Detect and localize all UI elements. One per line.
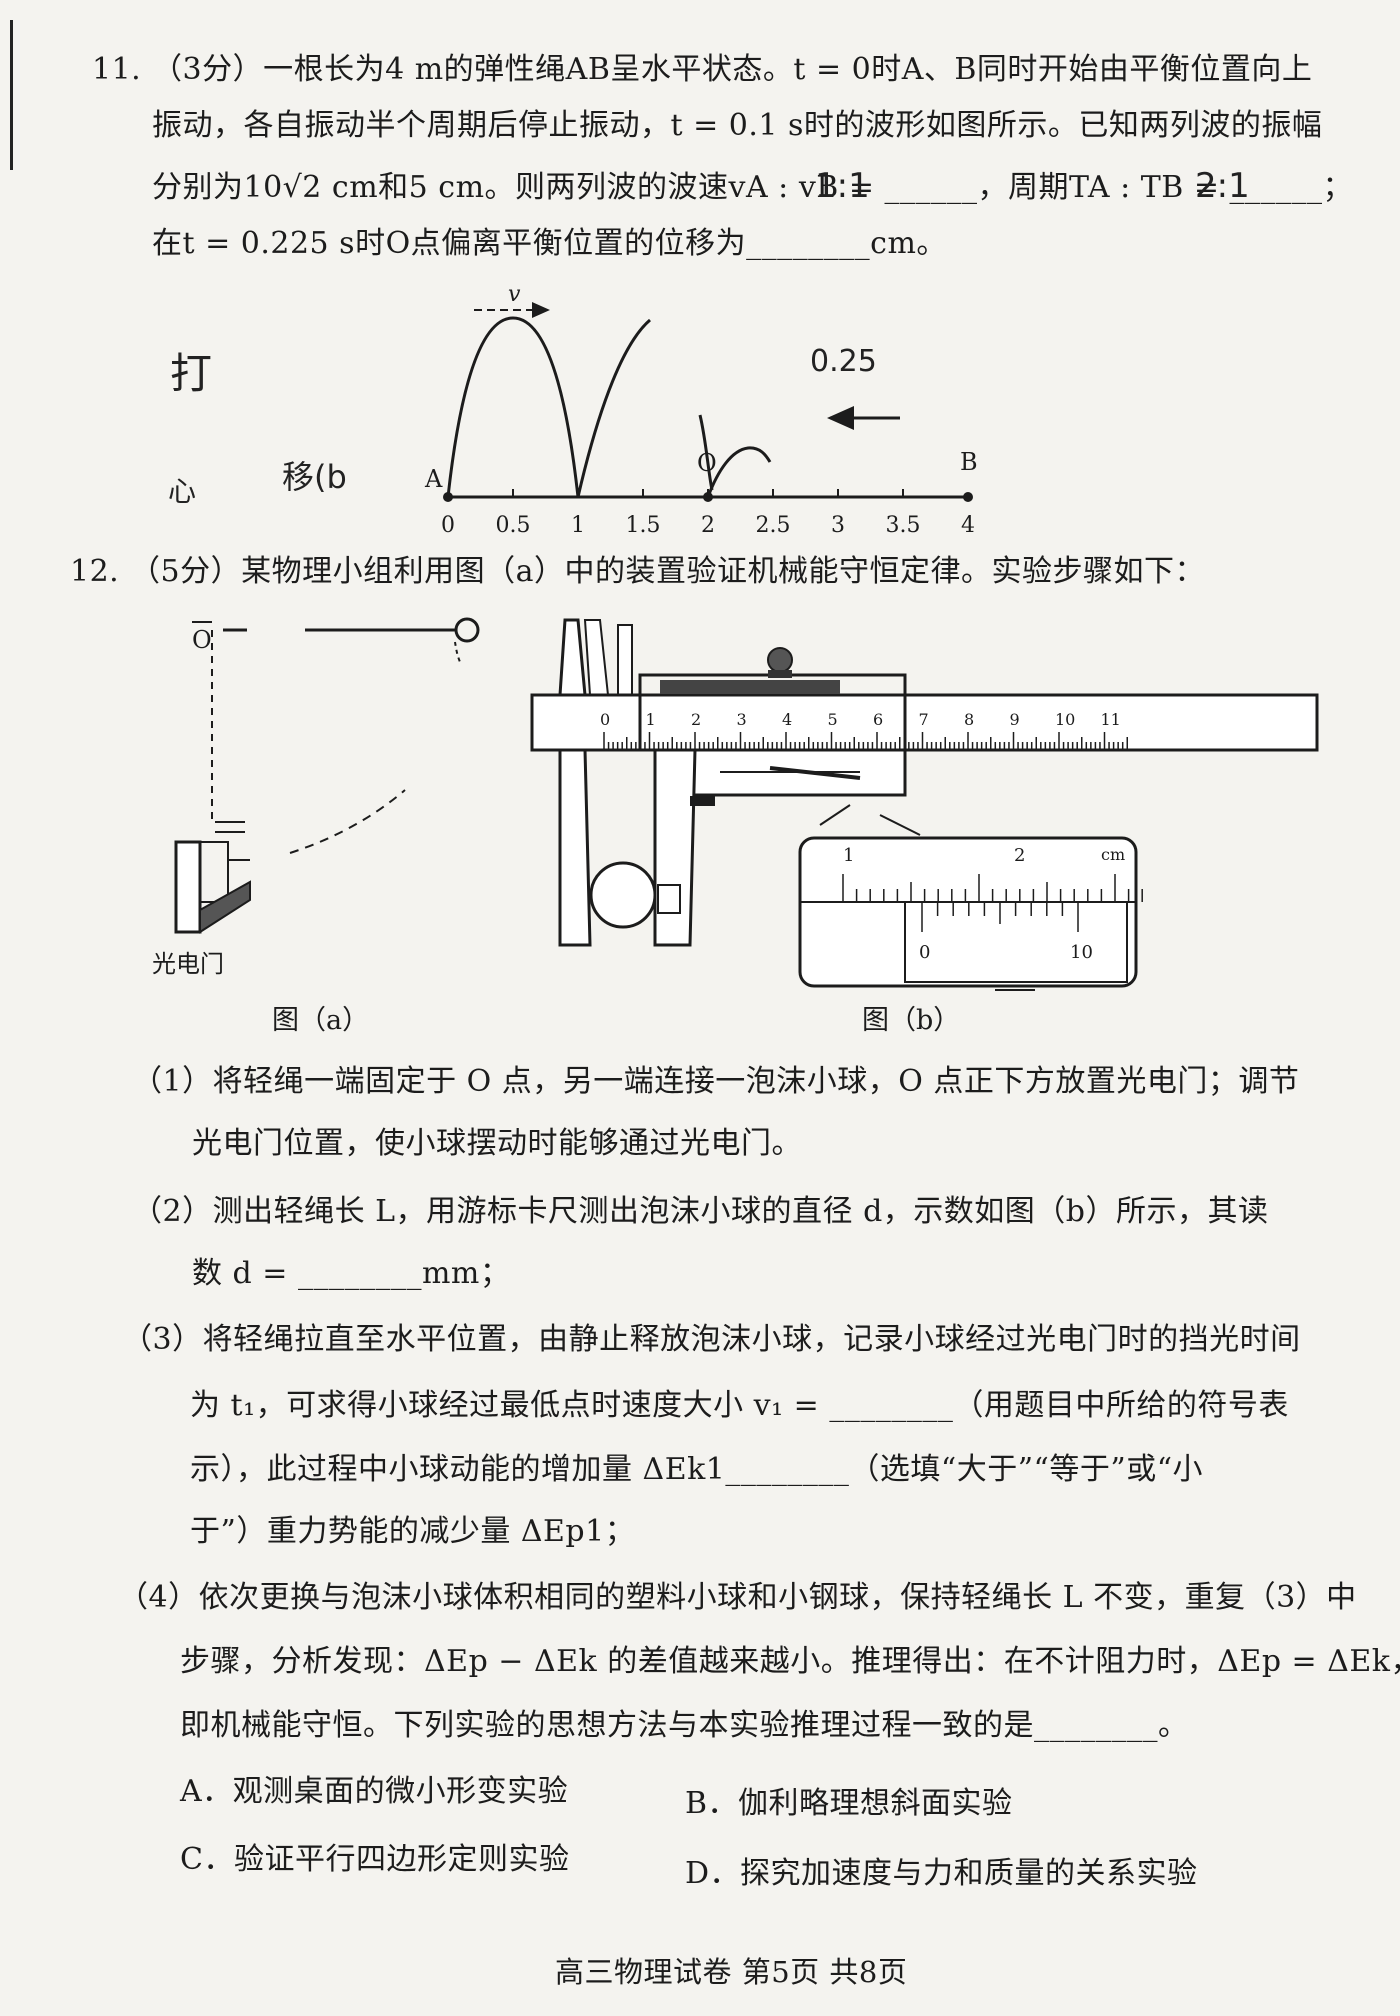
zoom-main-label-1: 1 — [843, 845, 854, 866]
step-2-line-1: （2）测出轻绳长 L，用游标卡尺测出泡沫小球的直径 d，示数如图（b）所示，其读 — [132, 1194, 1269, 1229]
apparatus-figures: O 光电门 — [152, 617, 1319, 991]
step-3-line-1: （3）将轻绳拉直至水平位置，由静止释放泡沫小球，记录小球经过光电门时的挡光时间 — [122, 1322, 1301, 1357]
step-4-line-2: 步骤，分析发现：ΔEp − ΔEk 的差值越来越小。推理得出：在不计阻力时，ΔE… — [180, 1644, 1400, 1679]
measured-ball — [589, 861, 657, 929]
q12-intro: （5分）某物理小组利用图（a）中的装置验证机械能守恒定律。实验步骤如下： — [130, 554, 1205, 589]
foam-ball — [454, 617, 480, 643]
sliding-lower-jaw — [653, 748, 697, 947]
step-4-line-1: （4）依次更换与泡沫小球体积相同的塑料小球和小钢球，保持轻绳长 L 不变，重复（… — [118, 1580, 1357, 1615]
main-scale-label: 10 — [1055, 710, 1075, 729]
photogate — [174, 840, 202, 934]
q11-line-2: 振动，各自振动半个周期后停止振动，t = 0.1 s时的波形如图所示。已知两列波… — [152, 108, 1323, 143]
svg-text:3.5: 3.5 — [886, 513, 921, 538]
wave-diagram: v A O B 0 0.5 1 1.5 2 2.5 3 3.5 4 — [424, 282, 978, 538]
option-B: B．伽利略理想斜面实验 — [685, 1786, 1013, 1821]
step-4-line-3: 即机械能守恒。下列实验的思想方法与本实验推理过程一致的是________。 — [180, 1708, 1189, 1743]
handwritten-scribble-3: 心 — [168, 475, 197, 508]
wave-B-mark — [698, 414, 714, 491]
q11-line-1: （3分）一根长为4 m的弹性绳AB呈水平状态。t = 0时A、B同时开始由平衡位… — [152, 52, 1313, 87]
main-scale-label: 0 — [600, 710, 610, 729]
option-A: A．观测桌面的微小形变实验 — [180, 1774, 569, 1809]
main-scale-label: 1 — [646, 710, 656, 729]
step-3-line-2: 为 t₁，可求得小球经过最低点时速度大小 v₁ = ________（用题目中所… — [190, 1388, 1289, 1423]
zoom-inset — [798, 836, 1138, 988]
label-B: B — [960, 448, 978, 476]
figure-a-pendulum: O 光电门 — [152, 617, 480, 978]
svg-text:0.5: 0.5 — [496, 513, 531, 538]
main-scale-label: 11 — [1101, 710, 1121, 729]
svg-text:3: 3 — [831, 513, 845, 538]
photogate-label: 光电门 — [152, 950, 224, 978]
point-B — [963, 492, 973, 502]
swing-path — [289, 789, 406, 854]
scan-edge-mark — [10, 20, 13, 170]
main-scale-label: 6 — [873, 710, 883, 729]
svg-text:2: 2 — [701, 513, 715, 538]
step-3-line-3: 示），此过程中小球动能的增加量 ΔEk1________（选填“大于”“等于”或… — [190, 1452, 1204, 1487]
label-O: O — [697, 449, 717, 477]
zoom-main-label-2: 2 — [1014, 845, 1025, 866]
option-D: D．探究加速度与力和质量的关系实验 — [685, 1856, 1198, 1891]
main-scale-label: 8 — [964, 710, 974, 729]
svg-text:1: 1 — [571, 513, 585, 538]
vernier-label-0: 0 — [919, 942, 930, 963]
step-1-line-1: （1）将轻绳一端固定于 O 点，另一端连接一泡沫小球，O 点正下方放置光电门；调… — [132, 1064, 1300, 1099]
step-2-line-2: 数 d = ________mm； — [192, 1256, 511, 1291]
handwritten-note-time: 0.25 — [810, 344, 877, 379]
main-scale-label: 3 — [737, 710, 747, 729]
figure-b-caption: 图（b） — [862, 1005, 961, 1036]
fixed-lower-jaw — [558, 748, 592, 947]
zoom-unit: cm — [1101, 845, 1125, 864]
handwritten-answer-speed-ratio: 1:1 — [815, 166, 870, 206]
svg-text:0: 0 — [441, 513, 455, 538]
q11-line-3: 分别为10√2 cm和5 cm。则两列波的波速vA : vB = ______，… — [152, 170, 1354, 205]
label-A: A — [424, 465, 443, 493]
page-footer: 高三物理试卷 第5页 共8页 — [555, 1955, 908, 1989]
velocity-label: v — [508, 282, 521, 307]
handwritten-scribble-1: 打 — [170, 349, 213, 398]
main-scale-label: 2 — [691, 710, 701, 729]
q12-number: 12. — [70, 554, 120, 589]
figure-a-caption: 图（a） — [272, 1005, 370, 1036]
svg-text:1.5: 1.5 — [626, 513, 661, 538]
wave-A-pulse — [446, 316, 580, 498]
svg-text:4: 4 — [961, 513, 975, 538]
main-scale-labels: 0 1 2 3 4 5 6 7 8 9 10 11 — [600, 710, 1121, 729]
wave-B-pulse — [706, 446, 772, 498]
handwritten-scribble-2: 移(b — [282, 458, 347, 496]
wave-A-tail — [576, 318, 651, 498]
step-1-line-2: 光电门位置，使小球摆动时能够通过光电门。 — [192, 1126, 802, 1161]
main-scale-label: 4 — [782, 710, 792, 729]
svg-text:O: O — [192, 626, 212, 654]
handwritten-answer-period-ratio: 2:1 — [1195, 166, 1250, 206]
vernier-label-10: 10 — [1070, 942, 1093, 963]
main-beam — [530, 693, 1319, 752]
main-scale-label: 5 — [828, 710, 838, 729]
axis-tick-labels: 0 0.5 1 1.5 2 2.5 3 3.5 4 — [441, 513, 975, 538]
q11-number: 11. — [92, 52, 142, 87]
option-C: C．验证平行四边形定则实验 — [180, 1842, 570, 1877]
main-scale-label: 9 — [1010, 710, 1020, 729]
q11-line-4: 在t = 0.225 s时O点偏离平衡位置的位移为________cm。 — [152, 226, 947, 261]
step-3-line-4: 于”）重力势能的减少量 ΔEp1； — [190, 1514, 636, 1549]
svg-text:2.5: 2.5 — [756, 513, 791, 538]
lock-screw — [767, 647, 793, 673]
main-scale-label: 7 — [919, 710, 929, 729]
